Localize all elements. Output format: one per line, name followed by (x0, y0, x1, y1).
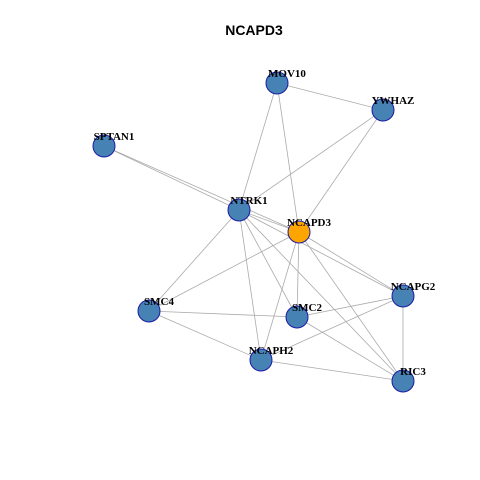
edge-mov10-ncapd3 (276, 82, 300, 233)
graph-title: NCAPD3 (225, 22, 283, 38)
edge-sptan1-ncapd3 (103, 145, 300, 233)
edge-smc2-ric3 (296, 316, 404, 382)
node-label-ric3: RIC3 (400, 366, 426, 378)
edge-ncapd3-ncaph2 (260, 231, 300, 361)
node-label-smc2: SMC2 (292, 302, 322, 314)
node-label-ncaph2: NCAPH2 (249, 345, 294, 357)
edge-ywhaz-ntrk1 (238, 109, 384, 211)
edge-ntrk1-smc2 (238, 209, 298, 318)
node-label-ywhaz: YWHAZ (372, 95, 415, 107)
node-label-mov10: MOV10 (268, 68, 306, 80)
edge-ntrk1-ncaph2 (238, 209, 262, 361)
node-ywhaz (371, 98, 395, 122)
edge-ntrk1-smc4 (148, 209, 240, 312)
edge-mov10-ywhaz (276, 82, 384, 111)
edge-ywhaz-ncapd3 (298, 109, 384, 233)
node-ncapd3 (287, 220, 311, 244)
edge-ntrk1-ric3 (238, 209, 404, 382)
node-smc2 (285, 305, 309, 329)
node-ncaph2 (249, 348, 273, 372)
edge-ncapd3-smc2 (296, 231, 300, 318)
node-mov10 (265, 71, 289, 95)
edge-ncapd3-ncapg2 (298, 231, 404, 297)
edge-ncapg2-ncaph2 (260, 295, 404, 361)
node-label-smc4: SMC4 (144, 296, 174, 308)
node-sptan1 (92, 134, 116, 158)
edge-ncapd3-smc4 (148, 231, 300, 312)
edge-sptan1-ntrk1 (103, 145, 240, 211)
edges-layer (103, 82, 404, 382)
edge-smc4-smc2 (148, 310, 298, 318)
edge-smc4-ncaph2 (148, 310, 262, 361)
edge-ncaph2-ric3 (260, 359, 404, 382)
node-ntrk1 (227, 198, 251, 222)
node-smc4 (137, 299, 161, 323)
edge-ncapg2-smc2 (296, 295, 404, 318)
node-ncapg2 (391, 284, 415, 308)
node-label-sptan1: SPTAN1 (94, 131, 135, 143)
node-label-ntrk1: NTRK1 (230, 195, 267, 207)
edge-mov10-ntrk1 (238, 82, 278, 211)
edge-ntrk1-ncapg2 (238, 209, 404, 297)
nodes-layer (92, 71, 415, 393)
node-ric3 (391, 369, 415, 393)
node-label-ncapg2: NCAPG2 (391, 281, 436, 293)
node-label-ncapd3: NCAPD3 (287, 217, 331, 229)
